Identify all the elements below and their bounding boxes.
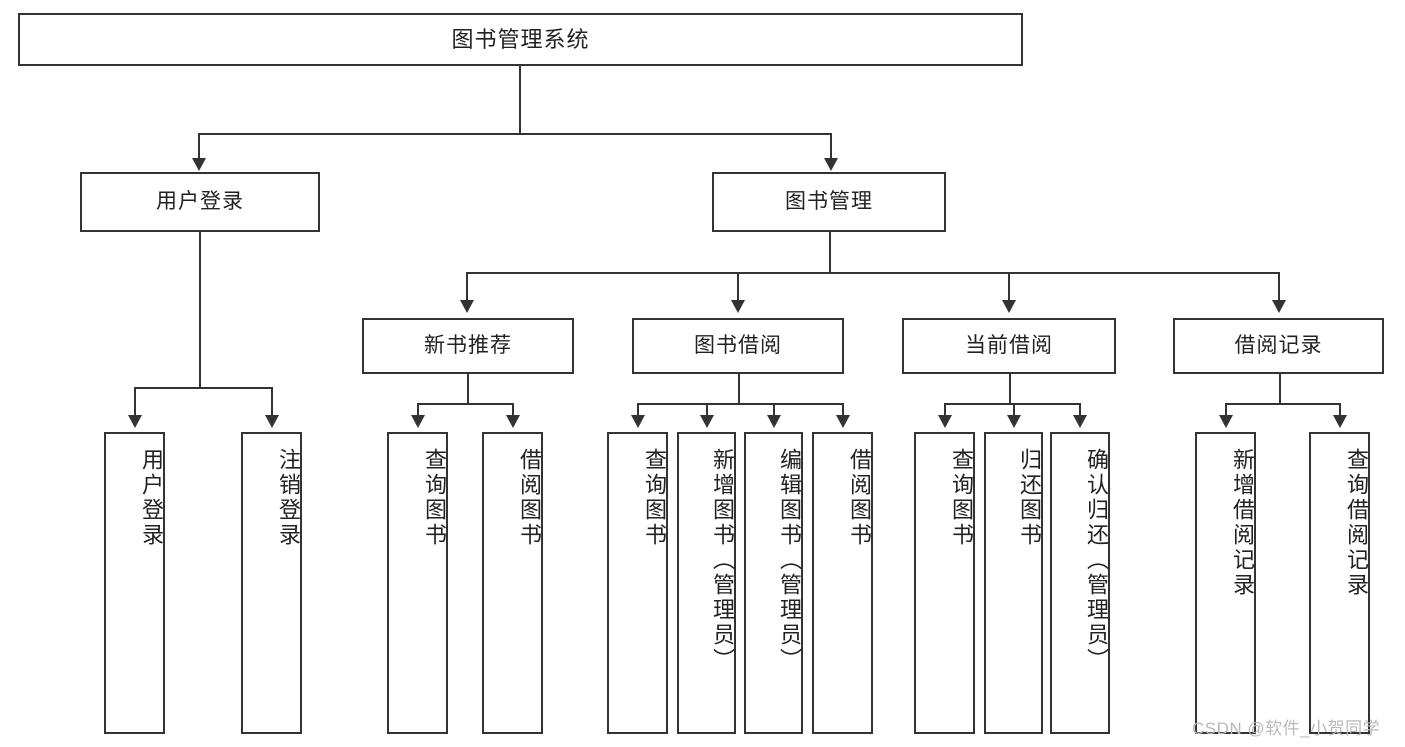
arrow-book-borrow-to-leaf-4	[836, 415, 850, 428]
leaf-new-book-query[interactable]: 查询图书	[387, 432, 448, 734]
leaf-user-login-logout[interactable]: 注销登录	[241, 432, 302, 734]
node-label: 编辑图书（管理员）	[777, 448, 802, 673]
connector-current-borrow-to-leaf-3	[1079, 403, 1081, 418]
arrow-current-borrow-to-leaf-2	[1007, 415, 1021, 428]
node-user-login[interactable]: 用户登录	[80, 172, 320, 232]
connector-book-mgmt-to-l3-3	[1008, 272, 1010, 303]
node-root-system[interactable]: 图书管理系统	[18, 13, 1023, 66]
node-label: 查询图书	[949, 448, 974, 548]
node-borrow-record[interactable]: 借阅记录	[1173, 318, 1384, 374]
leaf-borrow-record-add[interactable]: 新增借阅记录	[1195, 432, 1256, 734]
connector-root-bus	[198, 133, 831, 135]
leaf-book-borrow-add[interactable]: 新增图书（管理员）	[677, 432, 736, 734]
arrow-book-mgmt-to-l3-2	[731, 300, 745, 313]
arrow-user-login-to-leaf-2	[265, 415, 279, 428]
connector-current-borrow-bus	[944, 403, 1080, 405]
node-book-management[interactable]: 图书管理	[712, 172, 946, 232]
connector-book-borrow-stem	[738, 374, 740, 403]
connector-current-borrow-stem	[1009, 374, 1011, 403]
connector-book-borrow-to-leaf-2	[706, 403, 708, 418]
connector-root-to-book-mgmt	[830, 133, 832, 161]
connector-user-login-bus	[134, 387, 271, 389]
arrow-book-borrow-to-leaf-2	[700, 415, 714, 428]
leaf-book-borrow-query[interactable]: 查询图书	[607, 432, 668, 734]
leaf-user-login-login[interactable]: 用户登录	[104, 432, 165, 734]
leaf-current-borrow-return[interactable]: 归还图书	[984, 432, 1043, 734]
arrow-new-book-to-leaf-2	[506, 415, 520, 428]
connector-book-borrow-bus	[637, 403, 843, 405]
connector-book-borrow-to-leaf-4	[842, 403, 844, 418]
connector-book-mgmt-to-l3-2	[737, 272, 739, 303]
node-label: 查询借阅记录	[1344, 448, 1369, 598]
node-label: 借阅记录	[1234, 333, 1323, 357]
arrow-new-book-to-leaf-1	[411, 415, 425, 428]
node-label: 新增图书（管理员）	[710, 448, 735, 673]
arrow-current-borrow-to-leaf-1	[938, 415, 952, 428]
node-label: 归还图书	[1017, 448, 1042, 548]
connector-new-book-to-leaf-1	[417, 403, 419, 418]
connector-user-login-stem	[199, 232, 201, 387]
node-new-book-recommend[interactable]: 新书推荐	[362, 318, 574, 374]
connector-book-mgmt-stem	[829, 232, 831, 272]
connector-borrow-record-bus	[1225, 403, 1340, 405]
connector-new-book-stem	[467, 374, 469, 403]
connector-user-login-to-leaf-1	[134, 387, 136, 418]
arrow-root-to-book-mgmt	[824, 158, 838, 171]
node-label: 用户登录	[156, 189, 244, 213]
arrow-book-mgmt-to-l3-1	[460, 300, 474, 313]
leaf-borrow-record-query[interactable]: 查询借阅记录	[1309, 432, 1370, 734]
connector-root-stem	[519, 66, 521, 133]
arrow-borrow-record-to-leaf-2	[1333, 415, 1347, 428]
arrow-root-to-user-login	[192, 158, 206, 171]
arrow-book-borrow-to-leaf-3	[767, 415, 781, 428]
connector-book-mgmt-bus	[466, 272, 1278, 274]
node-label: 图书管理系统	[451, 26, 590, 52]
node-label: 查询图书	[422, 448, 447, 548]
arrow-current-borrow-to-leaf-3	[1073, 415, 1087, 428]
arrow-book-borrow-to-leaf-1	[631, 415, 645, 428]
leaf-book-borrow-edit[interactable]: 编辑图书（管理员）	[744, 432, 803, 734]
node-label: 当前借阅	[965, 333, 1053, 357]
node-current-borrow[interactable]: 当前借阅	[902, 318, 1116, 374]
arrow-borrow-record-to-leaf-1	[1219, 415, 1233, 428]
connector-root-to-user-login	[198, 133, 200, 161]
csdn-watermark: CSDN @软件_小贺同学	[1192, 719, 1381, 738]
leaf-new-book-borrow[interactable]: 借阅图书	[482, 432, 543, 734]
node-label: 图书借阅	[694, 333, 782, 357]
connector-current-borrow-to-leaf-1	[944, 403, 946, 418]
connector-user-login-to-leaf-2	[271, 387, 273, 418]
node-label: 借阅图书	[847, 448, 872, 548]
connector-book-borrow-to-leaf-1	[637, 403, 639, 418]
node-label: 新书推荐	[424, 333, 512, 357]
node-label: 确认归还（管理员）	[1084, 448, 1109, 673]
connector-new-book-to-leaf-2	[512, 403, 514, 418]
node-label: 用户登录	[139, 448, 164, 548]
arrow-user-login-to-leaf-1	[128, 415, 142, 428]
node-label: 图书管理	[785, 189, 873, 213]
connector-book-mgmt-to-l3-4	[1278, 272, 1280, 303]
node-label: 查询图书	[642, 448, 667, 548]
connector-borrow-record-to-leaf-2	[1339, 403, 1341, 418]
connector-borrow-record-stem	[1279, 374, 1281, 403]
leaf-book-borrow-borrow[interactable]: 借阅图书	[812, 432, 873, 734]
connector-book-borrow-to-leaf-3	[773, 403, 775, 418]
leaf-current-borrow-query[interactable]: 查询图书	[914, 432, 975, 734]
node-label: 新增借阅记录	[1230, 448, 1255, 598]
connector-new-book-bus	[417, 403, 513, 405]
leaf-current-borrow-confirm[interactable]: 确认归还（管理员）	[1050, 432, 1110, 734]
connector-book-mgmt-to-l3-1	[466, 272, 468, 303]
node-label: 注销登录	[276, 448, 301, 548]
node-book-borrow[interactable]: 图书借阅	[632, 318, 844, 374]
node-label: 借阅图书	[517, 448, 542, 548]
arrow-book-mgmt-to-l3-4	[1272, 300, 1286, 313]
connector-current-borrow-to-leaf-2	[1013, 403, 1015, 418]
connector-borrow-record-to-leaf-1	[1225, 403, 1227, 418]
arrow-book-mgmt-to-l3-3	[1002, 300, 1016, 313]
